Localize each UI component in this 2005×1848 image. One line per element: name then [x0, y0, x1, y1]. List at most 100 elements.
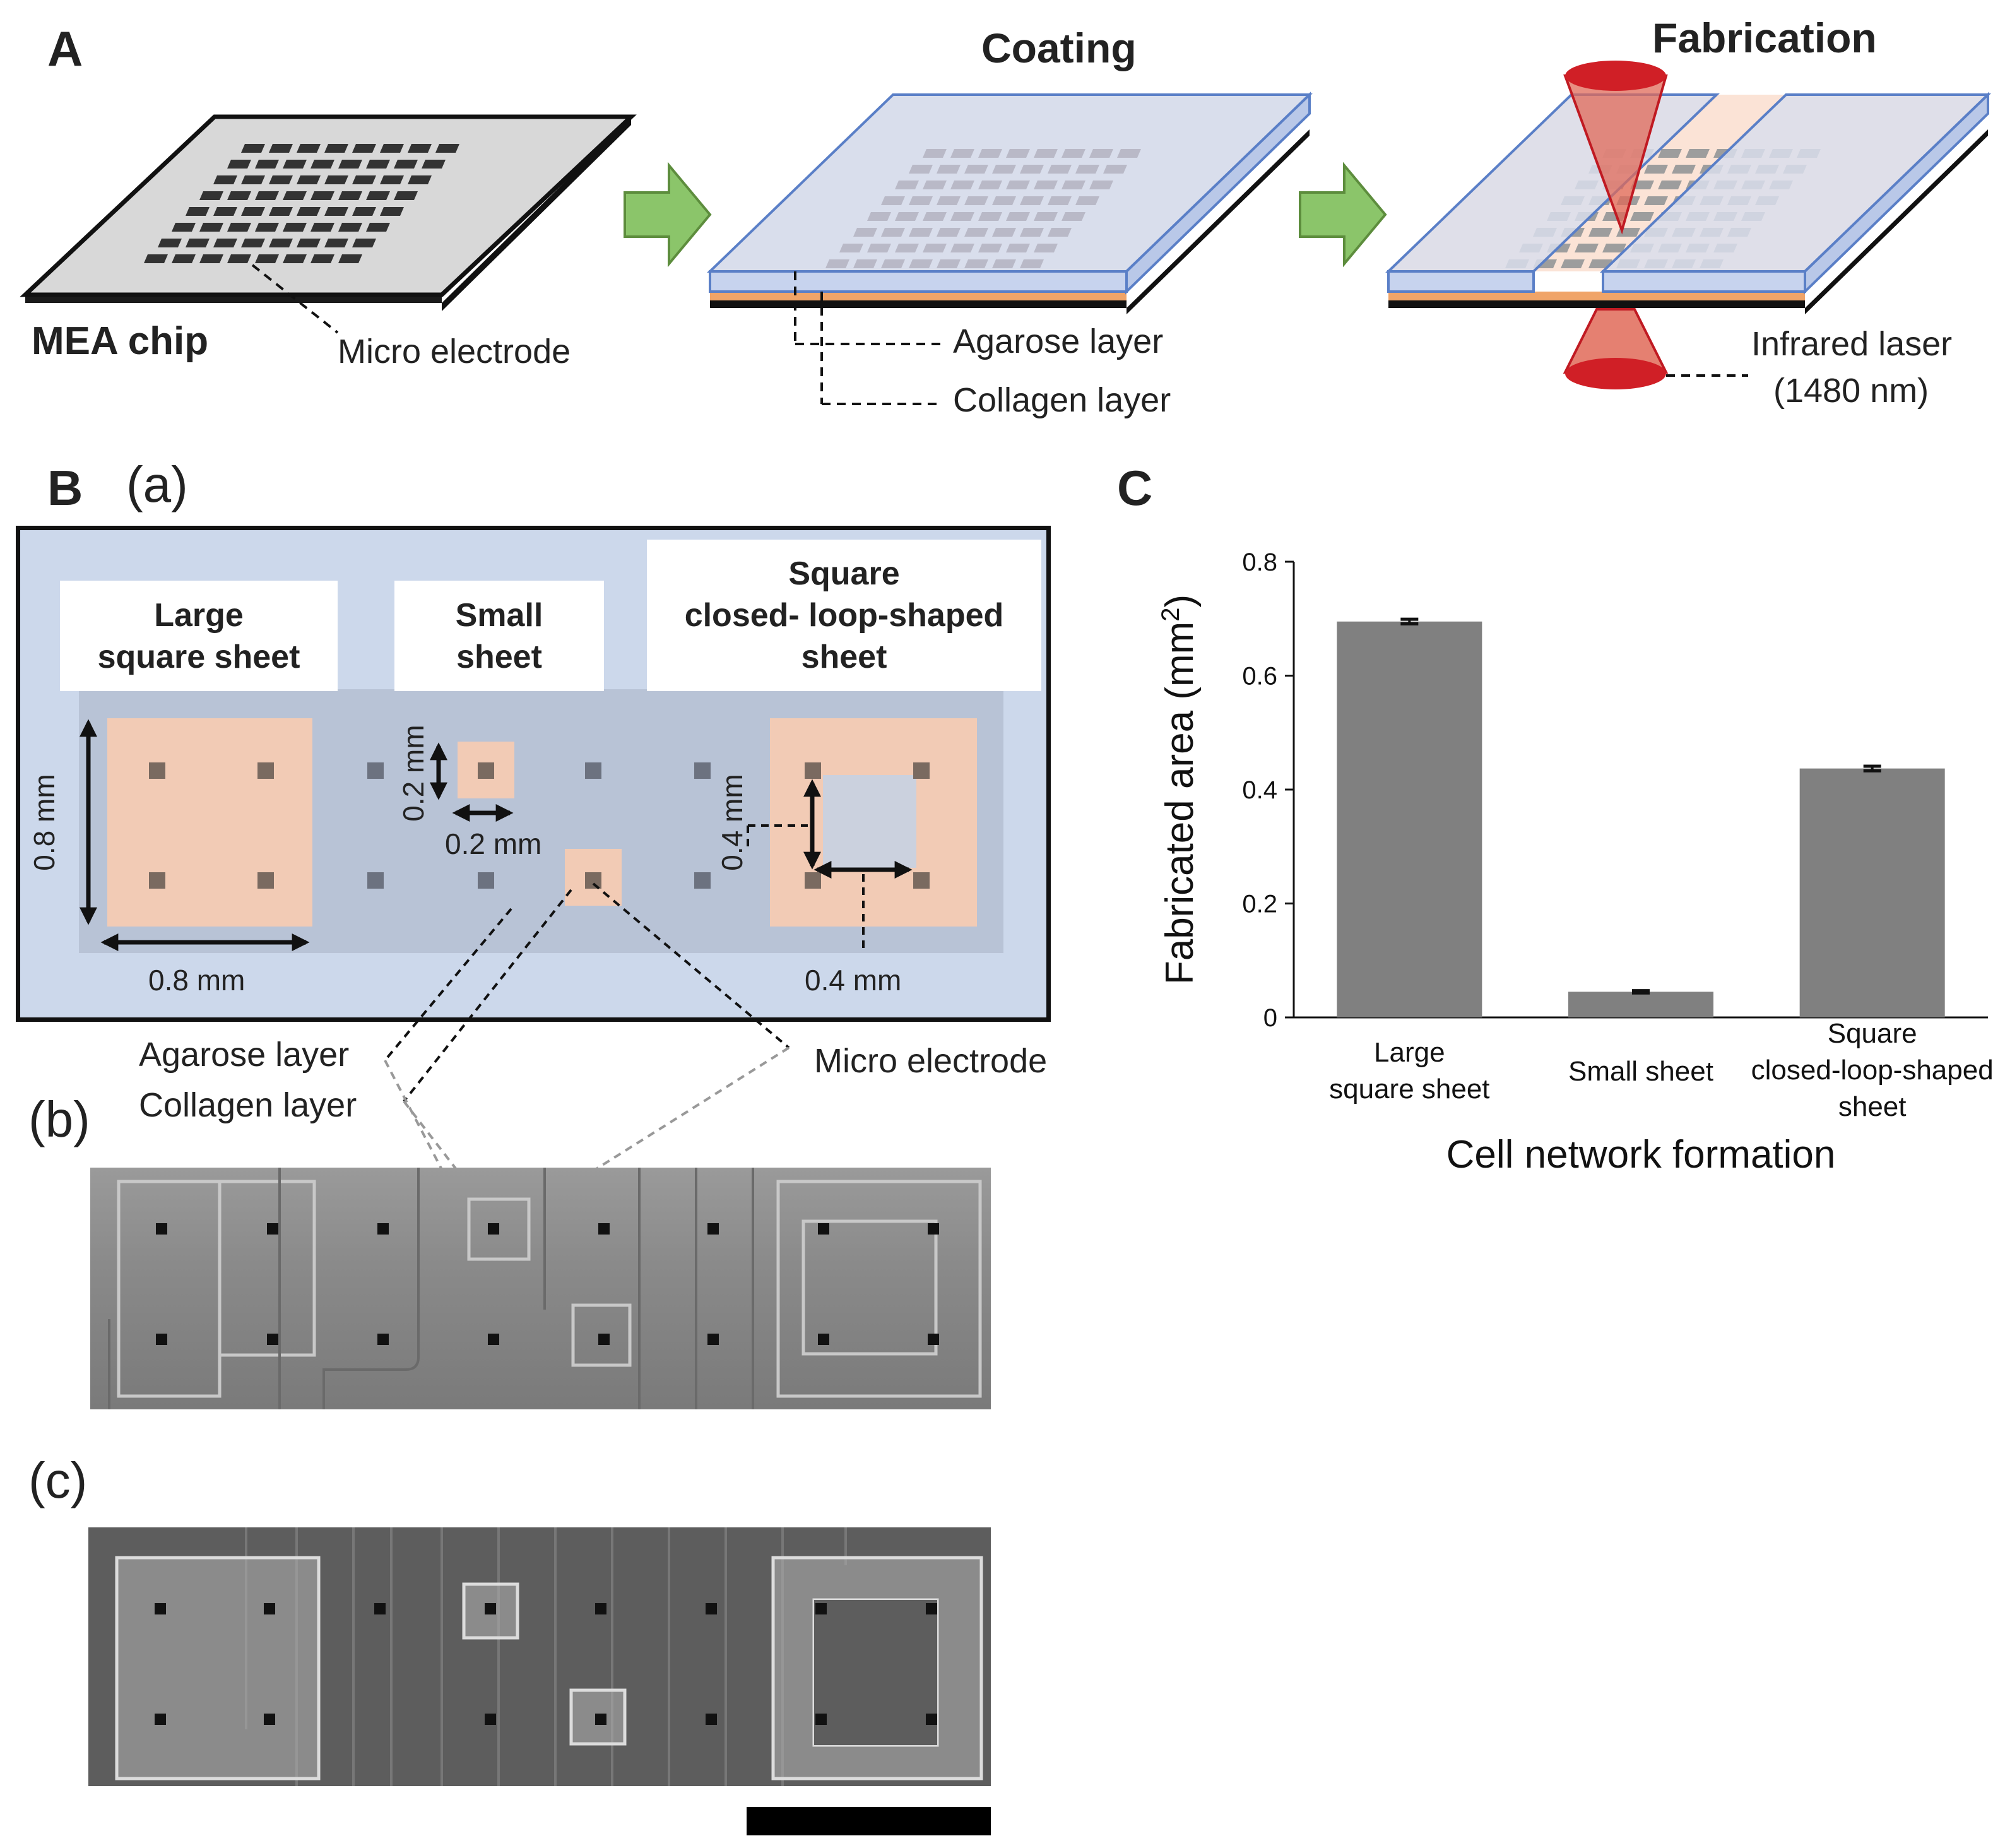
mea-chip-illustration [20, 114, 637, 334]
micro-electrode [1644, 196, 1668, 205]
micro-electrode [895, 212, 919, 221]
dim-label-0.4-horizontal: 0.4 mm [805, 964, 902, 997]
small-sheet-title-line1: Small [455, 596, 543, 634]
micro-electrode [923, 149, 947, 158]
micro-electrode [227, 191, 251, 200]
category-label: Square [1828, 1018, 1917, 1049]
micro-electrode [241, 239, 265, 247]
micro-electrode [1062, 149, 1085, 158]
micro-electrode [255, 223, 279, 232]
micro-electrode [255, 160, 279, 169]
micro-electrode [1644, 165, 1668, 174]
micro-electrode [199, 191, 223, 200]
micro-electrode [1006, 149, 1030, 158]
dim-label-0.4-vertical: 0.4 mm [716, 774, 748, 871]
b-collagen-layer-label: Collagen layer [139, 1086, 357, 1124]
micro-electrode [213, 207, 237, 216]
micro-electrode [297, 207, 321, 216]
micro-electrode-label: Micro electrode [338, 333, 571, 370]
micro-electrode [923, 181, 947, 189]
micro-electrode [950, 181, 974, 189]
green-arrow-icon [624, 162, 712, 268]
micro-electrode [1075, 165, 1099, 174]
large-square-sheet [107, 718, 312, 927]
bar [1799, 768, 1945, 1017]
micro-electrode [257, 762, 274, 779]
micro-electrode [311, 254, 334, 263]
micro-electrode [1672, 165, 1696, 174]
micro-electrode [937, 165, 961, 174]
micro-electrode [149, 872, 165, 889]
bar [1337, 621, 1482, 1017]
micro-electrode [964, 228, 988, 237]
y-tick-label: 0.8 [1242, 548, 1277, 576]
micro-electrode [227, 223, 251, 232]
panel-a-letter: A [47, 21, 83, 76]
micro-electrode [1020, 228, 1044, 237]
micro-electrode [881, 259, 905, 268]
bar [1568, 992, 1713, 1017]
micro-electrode [1602, 244, 1626, 252]
micrograph-cell-networks [88, 1527, 991, 1786]
micro-electrode [297, 144, 321, 153]
micro-electrode [338, 191, 362, 200]
category-label: Small sheet [1568, 1056, 1713, 1087]
micro-electrode [1034, 244, 1058, 252]
micro-electrode [1048, 165, 1072, 174]
agarose-layer-label: Agarose layer [953, 323, 1164, 360]
micro-electrode [1616, 228, 1640, 237]
micro-electrode [1020, 165, 1044, 174]
micro-electrode [199, 254, 223, 263]
coating-chip-illustration [707, 92, 1313, 405]
b-agarose-layer-label: Agarose layer [139, 1036, 350, 1074]
y-tick-label: 0.2 [1242, 891, 1277, 918]
dimension-arrows [80, 719, 913, 1199]
laser-label-line2: (1480 nm) [1773, 372, 1929, 410]
green-arrow-icon [1299, 162, 1387, 268]
micro-electrode [1575, 244, 1599, 252]
micro-electrode [366, 160, 390, 169]
fabrication-title: Fabrication [1652, 15, 1877, 61]
micro-electrode [1034, 181, 1058, 189]
micro-electrode [881, 228, 905, 237]
micro-electrode [478, 872, 494, 889]
micro-electrode [1034, 149, 1058, 158]
large-sheet-title-line2: square sheet [97, 638, 300, 675]
micro-electrode [964, 196, 988, 205]
micro-electrode [199, 223, 223, 232]
y-tick-label: 0.6 [1242, 663, 1277, 690]
micro-electrode [213, 239, 237, 247]
micro-electrode [1089, 181, 1113, 189]
micro-electrode [950, 244, 974, 252]
micro-electrode [585, 872, 601, 889]
mea-chip-label: MEA chip [32, 319, 209, 363]
infrared-laser-icon [1563, 61, 1669, 389]
micro-electrode [978, 181, 1002, 189]
micro-electrode [241, 207, 265, 216]
micro-electrode [825, 259, 849, 268]
collagen-layer-label: Collagen layer [953, 381, 1171, 419]
micro-electrode [408, 175, 432, 184]
micro-electrode [380, 144, 404, 153]
micro-electrode [186, 207, 210, 216]
x-axis-label: Cell network formation [1446, 1133, 1836, 1176]
micro-electrode [366, 191, 390, 200]
panel-b-sub-b: (b) [28, 1091, 90, 1147]
category-label: Large [1374, 1037, 1445, 1068]
micrograph-b-drawing [108, 1168, 982, 1409]
dim-label-0.8-horizontal: 0.8 mm [148, 964, 245, 997]
micro-electrode [324, 239, 348, 247]
micro-electrode [227, 254, 251, 263]
micro-electrode [1103, 165, 1127, 174]
micro-electrode [380, 175, 404, 184]
micro-electrode [269, 239, 293, 247]
micro-electrode [380, 207, 404, 216]
square-loop-hole [823, 775, 916, 868]
micro-electrode [1561, 259, 1585, 268]
micro-electrode [324, 144, 348, 153]
micro-electrode [186, 239, 210, 247]
micro-electrode [992, 196, 1016, 205]
micro-electrode [269, 207, 293, 216]
micro-electrode [1062, 181, 1085, 189]
micro-electrode [805, 762, 821, 779]
